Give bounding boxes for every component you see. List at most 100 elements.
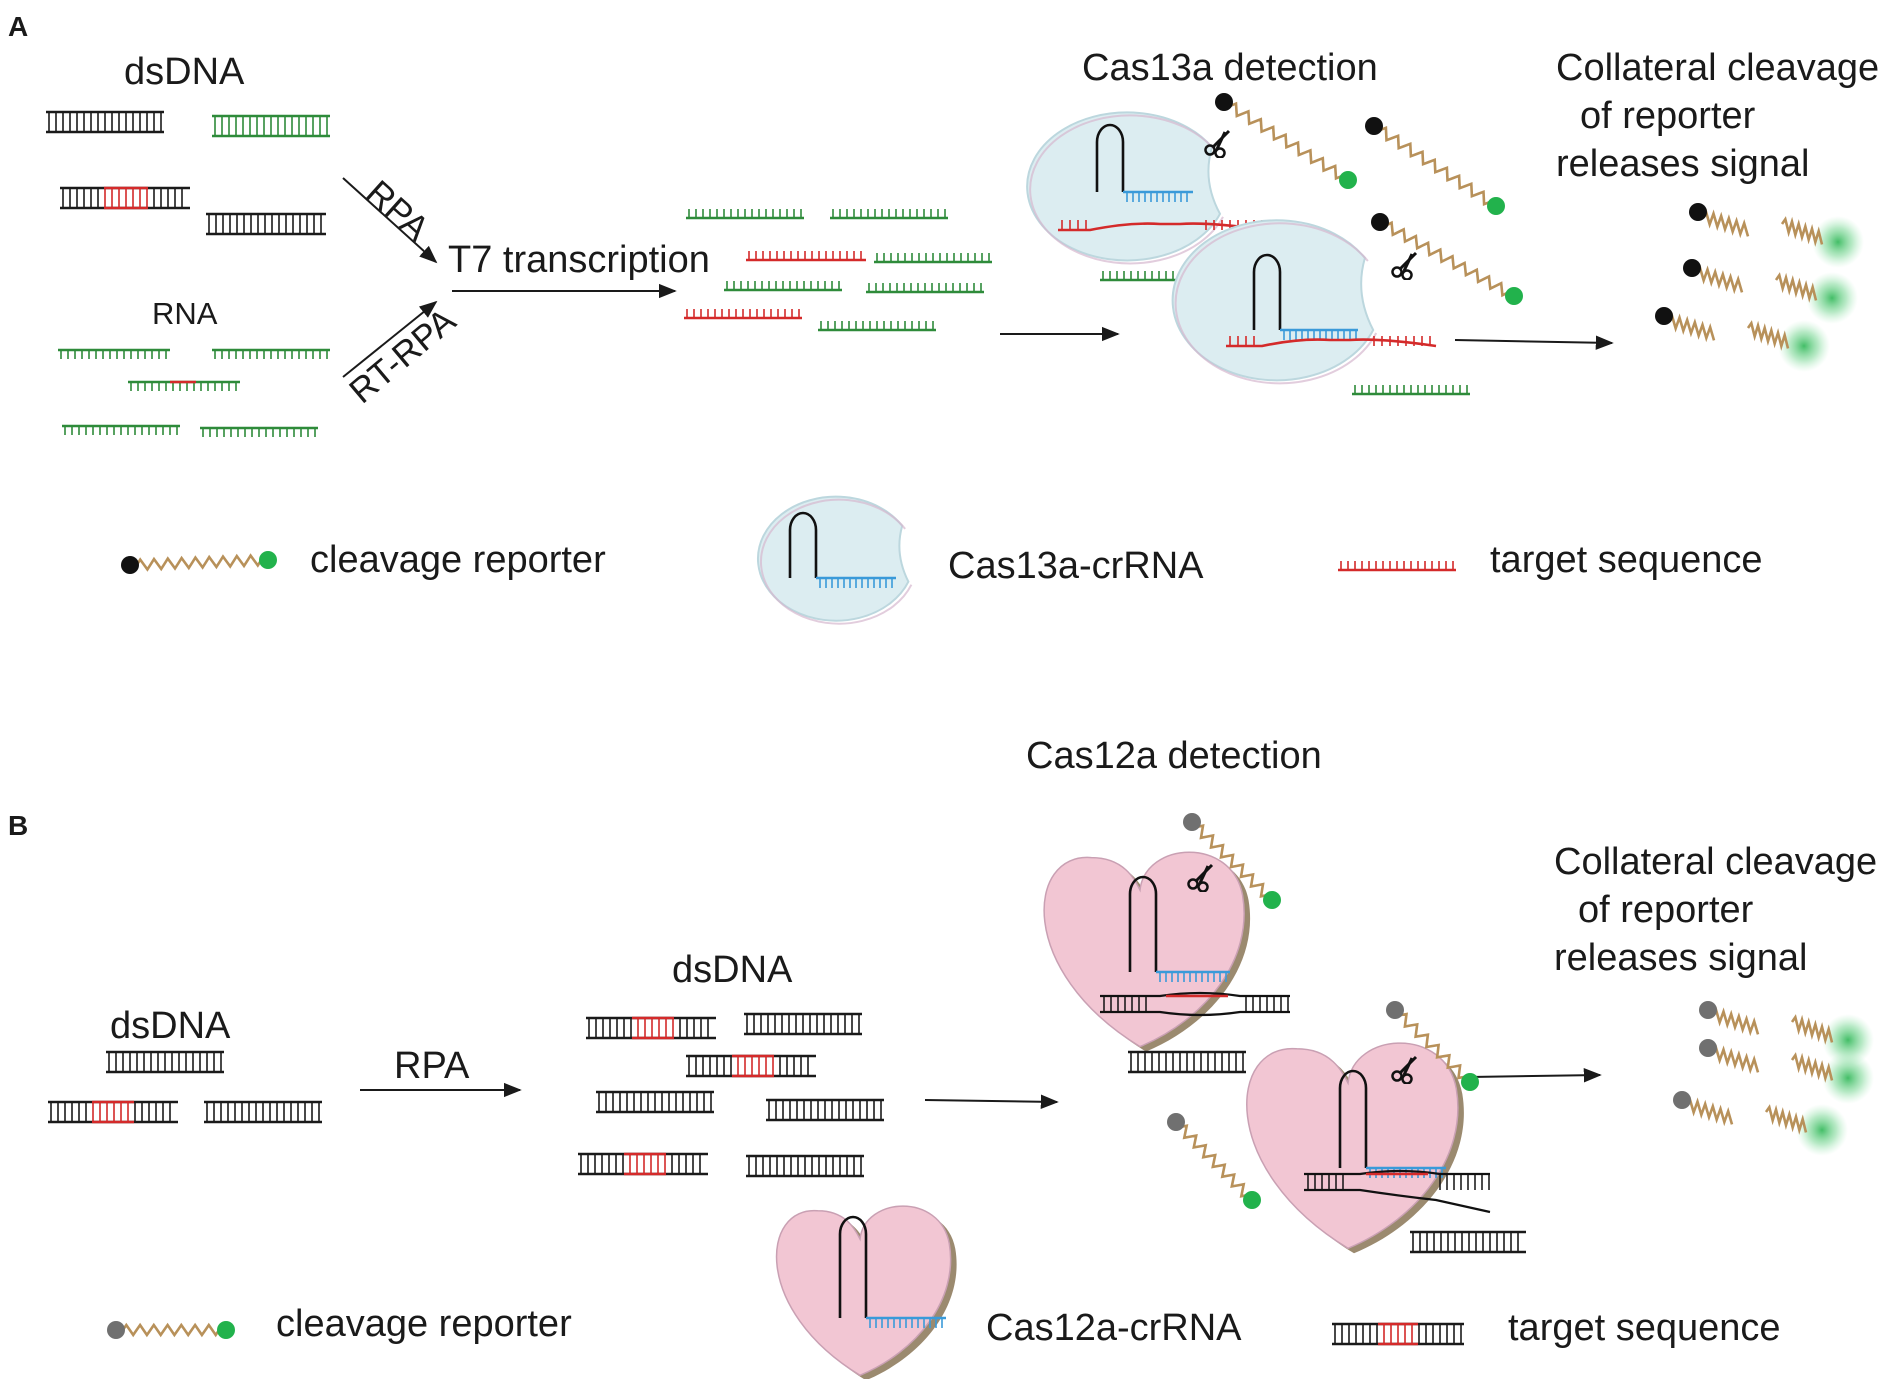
rt-rpa-label: RT-RPA [342, 300, 463, 411]
dsdna-input-3 [206, 212, 326, 236]
panel-a-letter: A [8, 11, 28, 42]
legend-b-reporter-label: cleavage reporter [276, 1303, 572, 1345]
cleaved-reporter-b2 [1699, 1039, 1874, 1104]
transcript-3 [874, 253, 992, 264]
t7-transcription-label: T7 transcription [448, 239, 710, 281]
quencher-dot [1689, 203, 1707, 221]
bound-dsdna-1 [1100, 991, 1290, 1017]
rpa-label: RPA [359, 173, 437, 249]
reporter-a1 [1215, 93, 1357, 189]
signal-caption-a-line2: of reporter [1580, 95, 1756, 137]
crrna-hairpin [1252, 253, 1282, 330]
signal-glow [1812, 216, 1864, 268]
quencher-dot [1371, 213, 1389, 231]
panel-a-rna-label: RNA [152, 296, 218, 331]
fluorophore-dot [1487, 197, 1505, 215]
quencher-dot [1183, 813, 1201, 831]
crrna-hairpin [1338, 1069, 1368, 1168]
legend-b-reporter-icon [107, 1321, 235, 1339]
legend-a-reporter-label: cleavage reporter [310, 539, 606, 581]
quencher-dot [1167, 1113, 1185, 1131]
signal-arrow-a [1454, 335, 1614, 350]
transcript-target-1 [746, 251, 866, 262]
legend-b-enzyme-label: Cas12a-crRNA [986, 1307, 1242, 1349]
cas13a-complex-2 [1171, 219, 1437, 385]
quencher-dot [1365, 117, 1383, 135]
legend-a-cas13a-icon [757, 495, 913, 625]
quencher-dot [1386, 1001, 1404, 1019]
legend-b-target-label: target sequence [1508, 1307, 1781, 1349]
cleaved-reporter-b3 [1673, 1091, 1848, 1156]
fluorophore-dot [259, 551, 277, 569]
signal-caption-b-line3: releases signal [1554, 937, 1807, 979]
rt-rpa-arrow: RT-RPA [342, 300, 463, 411]
transcript-2 [830, 209, 948, 220]
signal-arrow-b [1469, 1068, 1602, 1083]
fluorophore-dot [1339, 171, 1357, 189]
signal-caption-a-line3: releases signal [1556, 143, 1809, 185]
dsdna-b-input-target [48, 1100, 178, 1124]
amplified-dsdna-1 [586, 1016, 716, 1040]
quencher-dot [107, 1321, 125, 1339]
cas12a-complex-1 [1043, 851, 1290, 1052]
panel-a-dsdna-label: dsDNA [124, 51, 245, 93]
reporter-b3 [1167, 1113, 1261, 1209]
signal-caption-a-line1: Collateral cleavage [1556, 47, 1879, 89]
transcript-1 [686, 209, 804, 220]
signal-caption-b-line1: Collateral cleavage [1554, 841, 1877, 883]
legend-a-reporter-icon [121, 551, 277, 574]
crrna-hairpin [1095, 123, 1125, 192]
cas12a-body [775, 1205, 952, 1377]
transcript-5 [866, 283, 984, 294]
fluorophore-dot [217, 1321, 235, 1339]
panel-a: A dsDNA RNA RPA RT-RPA T7 transcription … [8, 11, 1879, 587]
signal-caption-a: Collateral cleavage of reporter releases… [1556, 47, 1879, 185]
detection-arrow-b [924, 1094, 1059, 1109]
cas12a-detection-title: Cas12a detection [1026, 735, 1322, 777]
dsdna-input-target [60, 186, 190, 210]
cas12a-complex-2 [1246, 1042, 1491, 1254]
quencher-dot [1673, 1091, 1691, 1109]
fluorophore-dot [1505, 287, 1523, 305]
signal-caption-b-line2: of reporter [1578, 889, 1754, 931]
quencher-dot [1699, 1001, 1717, 1019]
signal-caption-b: Collateral cleavage of reporter releases… [1554, 841, 1877, 979]
amplified-dsdna-3 [686, 1054, 816, 1078]
signal-glow [1806, 272, 1858, 324]
legend-a-target-icon [1338, 561, 1456, 572]
signal-glow [1796, 1104, 1848, 1156]
transcript-target-2 [684, 309, 802, 320]
cas12a-body [1246, 1042, 1459, 1250]
reporter-a2 [1365, 117, 1505, 215]
signal-glow [1822, 1052, 1874, 1104]
signal-glow [1778, 320, 1830, 372]
legend-b-cas12a-icon [775, 1205, 957, 1379]
cas13a-complex-1 [1026, 111, 1267, 265]
cleaved-reporter-b1 [1699, 1001, 1874, 1066]
panel-b-rpa-label: RPA [394, 1045, 470, 1087]
reporter-a3 [1371, 213, 1523, 305]
bound-target-2 [1226, 336, 1437, 348]
dsdna-input-2 [212, 114, 330, 138]
quencher-dot [1655, 307, 1673, 325]
dsdna-input-1 [46, 110, 164, 134]
cas12a-body [1043, 851, 1245, 1048]
reporter-b2 [1386, 1001, 1479, 1091]
amplified-dsdna-4 [596, 1090, 714, 1114]
transcript-6 [818, 321, 936, 332]
fluorophore-dot [1461, 1073, 1479, 1091]
free-rna-a2 [1352, 385, 1470, 396]
quencher-dot [121, 556, 139, 574]
panel-b-letter: B [8, 810, 28, 841]
scissors-icon-a2 [1391, 251, 1418, 280]
legend-b-target-icon [1332, 1322, 1464, 1346]
rna-input-1 [58, 348, 170, 359]
amplified-dsdna-5 [766, 1098, 884, 1122]
fluorophore-dot [1243, 1191, 1261, 1209]
panel-b-dsdna-label: dsDNA [110, 1005, 231, 1047]
amplified-dsdna-6 [578, 1152, 708, 1176]
cleaved-reporter-a2 [1683, 259, 1858, 324]
quencher-dot [1215, 93, 1233, 111]
rna-input-2 [212, 348, 330, 359]
amplified-dsdna-2 [744, 1012, 862, 1036]
